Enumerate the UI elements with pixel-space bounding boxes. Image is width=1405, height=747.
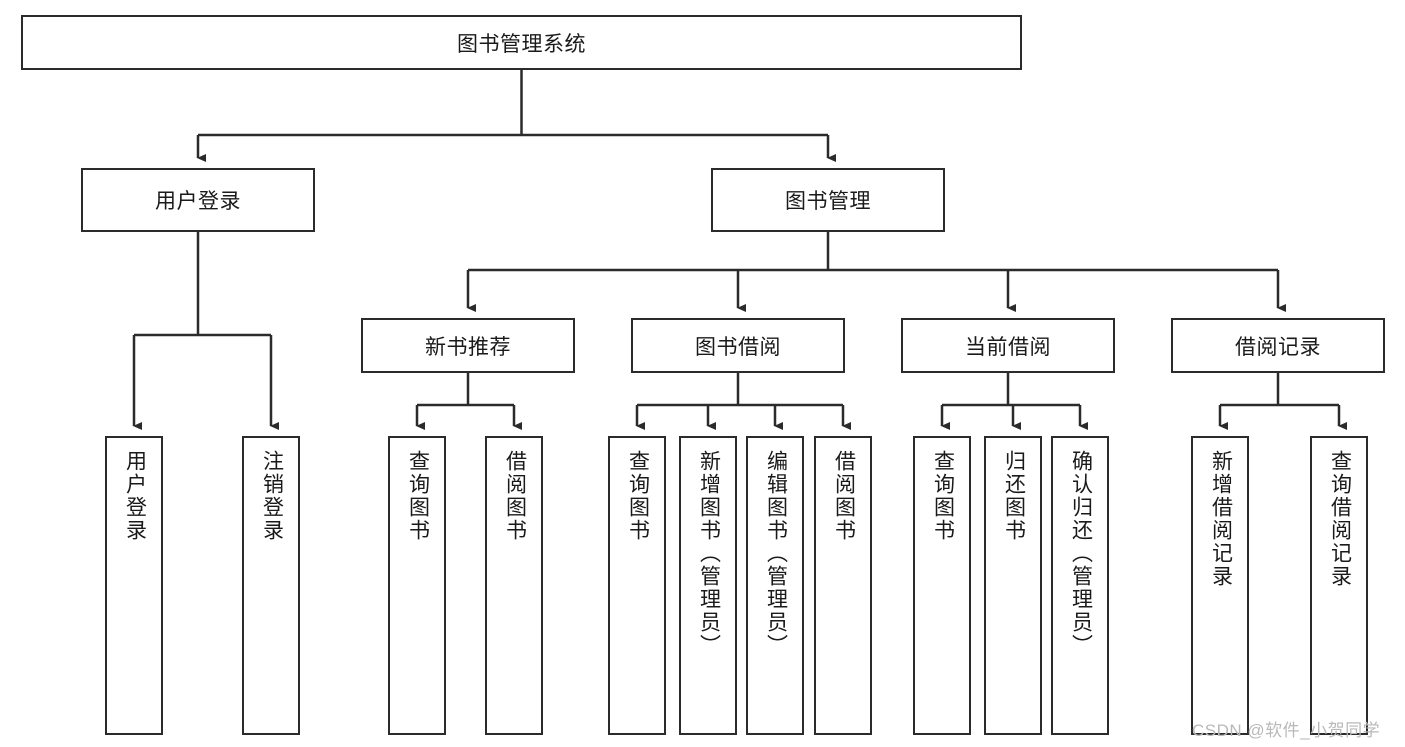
node-label: 借阅图书 — [832, 450, 856, 542]
node-l-edit[interactable]: 编辑图书（管理员） — [746, 436, 804, 735]
node-l-query3[interactable]: 查询图书 — [913, 436, 971, 735]
node-l-login[interactable]: 用户登录 — [105, 436, 163, 735]
node-borrow[interactable]: 图书借阅 — [631, 318, 845, 373]
node-records[interactable]: 借阅记录 — [1171, 318, 1385, 373]
csdn-watermark: CSDN @软件_小贺同学 — [1192, 721, 1381, 740]
node-l-query1[interactable]: 查询图书 — [388, 436, 446, 735]
node-label: 查询图书 — [931, 450, 955, 542]
node-label: 新书推荐 — [425, 335, 511, 359]
node-login[interactable]: 用户登录 — [81, 168, 315, 232]
node-bookmgmt[interactable]: 图书管理 — [711, 168, 945, 232]
node-label: 借阅记录 — [1235, 335, 1321, 359]
node-label: 注销登录 — [260, 450, 284, 542]
node-l-query2[interactable]: 查询图书 — [608, 436, 666, 735]
node-root[interactable]: 图书管理系统 — [21, 15, 1022, 70]
node-label: 新增借阅记录 — [1209, 450, 1233, 588]
node-label: 查询借阅记录 — [1328, 450, 1352, 588]
node-l-borrow1[interactable]: 借阅图书 — [485, 436, 543, 735]
node-l-add[interactable]: 新增图书（管理员） — [679, 436, 737, 735]
node-label: 查询图书 — [406, 450, 430, 542]
node-label: 当前借阅 — [965, 335, 1051, 359]
node-l-return[interactable]: 归还图书 — [984, 436, 1042, 735]
node-l-borrow2[interactable]: 借阅图书 — [814, 436, 872, 735]
node-label: 新增图书（管理员） — [697, 450, 721, 657]
node-l-logout[interactable]: 注销登录 — [242, 436, 300, 735]
node-label: 用户登录 — [123, 450, 147, 542]
node-label: 图书管理系统 — [457, 32, 586, 56]
node-label: 图书管理 — [785, 190, 871, 213]
node-newbook[interactable]: 新书推荐 — [361, 318, 575, 373]
node-l-queryrec[interactable]: 查询借阅记录 — [1310, 436, 1368, 735]
node-current[interactable]: 当前借阅 — [901, 318, 1115, 373]
node-l-confirm[interactable]: 确认归还（管理员） — [1051, 436, 1109, 735]
node-label: 编辑图书（管理员） — [764, 450, 788, 657]
node-l-addrec[interactable]: 新增借阅记录 — [1191, 436, 1249, 735]
node-label: 归还图书 — [1002, 450, 1026, 542]
node-label: 确认归还（管理员） — [1069, 450, 1093, 657]
node-label: 图书借阅 — [695, 335, 781, 359]
node-label: 用户登录 — [155, 190, 241, 213]
node-label: 借阅图书 — [503, 450, 527, 542]
node-label: 查询图书 — [626, 450, 650, 542]
